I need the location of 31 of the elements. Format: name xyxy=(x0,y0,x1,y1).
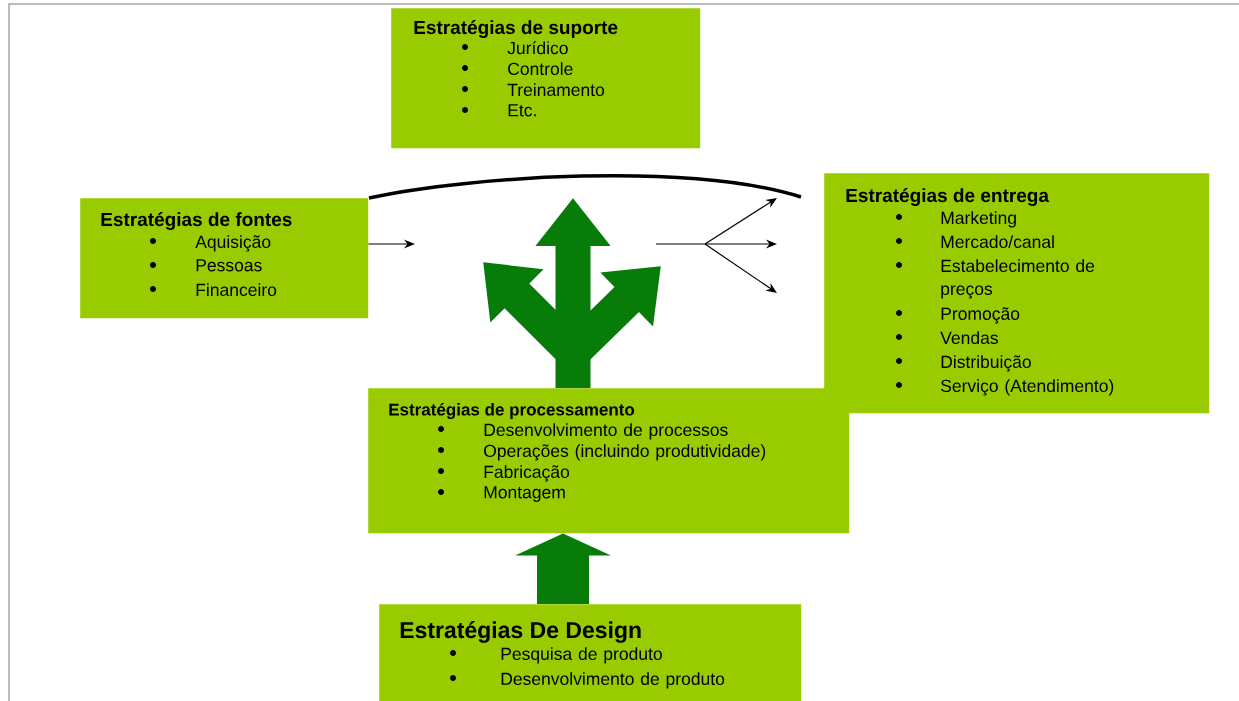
list-item: Financeiro xyxy=(196,283,277,297)
strategy-box xyxy=(391,8,701,149)
list-item: Marketing xyxy=(941,211,1016,228)
list-item: Distribuição xyxy=(941,355,1031,372)
list-item: Mercado/canal xyxy=(941,235,1054,249)
strategy-box xyxy=(379,604,802,701)
list-item: Fabricação xyxy=(484,465,570,482)
list-item: Estabelecimento de preços xyxy=(941,259,1095,299)
box-heading: Estratégias de fontes xyxy=(101,212,292,230)
list-item: Montagem xyxy=(484,486,565,502)
box-heading: Estratégias de suporte xyxy=(414,20,618,38)
box-heading: Estratégias De Design xyxy=(400,621,641,643)
list-item: Vendas xyxy=(940,331,998,345)
list-item: Desenvolvimento de produto xyxy=(501,672,725,689)
strategy-box xyxy=(824,173,1210,414)
list-item: Pessoas xyxy=(196,259,262,272)
list-item: Desenvolvimento de processos xyxy=(484,423,728,440)
list-item: Aquisição xyxy=(195,235,271,252)
list-item: Controle xyxy=(508,62,573,76)
list-item: Promoção xyxy=(941,307,1020,324)
box-heading: Estratégias de processamento xyxy=(389,402,635,420)
box-heading: Estratégias de entrega xyxy=(846,188,1050,206)
strategy-box xyxy=(368,388,850,534)
list-item: Serviço (Atendimento) xyxy=(941,379,1114,396)
list-item: Etc. xyxy=(508,104,536,117)
strategy-box xyxy=(80,198,369,319)
list-item: Operações (incluindo produtividade) xyxy=(484,444,766,461)
list-item: Pesquisa de produto xyxy=(501,647,662,664)
arrow xyxy=(515,533,611,604)
list-item: Treinamento xyxy=(507,83,605,97)
list-item: Jurídico xyxy=(507,41,568,55)
